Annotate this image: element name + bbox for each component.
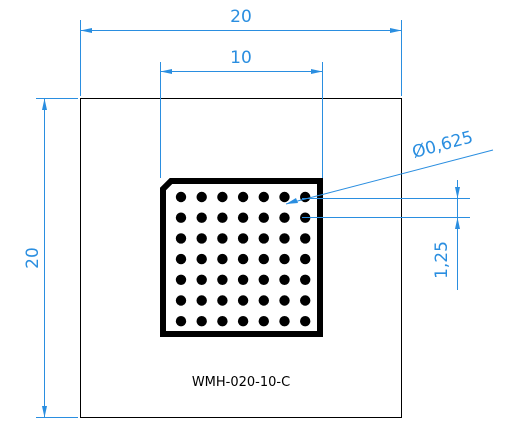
solder-ball [175, 191, 187, 203]
solder-ball [175, 253, 187, 265]
overall-height-dimension: 20 [23, 98, 78, 418]
solder-ball [237, 191, 249, 203]
solder-ball [196, 212, 207, 223]
solder-ball [237, 274, 249, 285]
solder-ball [300, 316, 311, 327]
solder-ball [217, 233, 228, 244]
solder-ball [196, 295, 207, 306]
solder-ball [217, 212, 228, 223]
part-label: WMH-020-10-C [192, 375, 290, 390]
solder-ball [279, 212, 290, 223]
solder-ball [237, 233, 249, 244]
solder-ball [217, 295, 228, 306]
solder-ball [279, 295, 290, 306]
solder-ball [196, 253, 207, 265]
solder-ball [300, 233, 311, 244]
overall-height-value: 20 [23, 247, 43, 269]
solder-ball [196, 191, 207, 203]
ball-pitch-value: 1,25 [432, 241, 452, 279]
solder-ball [175, 295, 187, 306]
solder-ball [196, 274, 207, 285]
solder-ball [300, 295, 311, 306]
die-width-dimension: 10 [160, 48, 323, 178]
solder-ball [237, 212, 249, 223]
ball-pitch-dimension: 1,25 [302, 180, 470, 290]
solder-ball [300, 253, 311, 265]
solder-ball [175, 274, 187, 285]
solder-ball [175, 316, 187, 327]
solder-ball [217, 316, 228, 327]
solder-ball [217, 191, 228, 203]
solder-ball [175, 233, 187, 244]
solder-ball [237, 316, 249, 327]
solder-ball [237, 253, 249, 265]
solder-ball [279, 233, 290, 244]
solder-ball [279, 253, 290, 265]
solder-ball [258, 233, 269, 244]
solder-ball [258, 295, 269, 306]
solder-ball [258, 316, 269, 327]
solder-ball [196, 233, 207, 244]
solder-ball [279, 316, 290, 327]
solder-ball [196, 316, 207, 327]
overall-width-value: 20 [230, 7, 252, 27]
solder-ball [258, 212, 269, 223]
solder-ball [237, 295, 249, 306]
solder-ball [217, 253, 228, 265]
solder-ball [300, 274, 311, 285]
solder-ball [279, 191, 290, 203]
solder-ball [217, 274, 228, 285]
solder-ball [258, 191, 269, 203]
solder-ball [175, 212, 187, 223]
die-width-value: 10 [230, 48, 252, 68]
solder-ball [258, 274, 269, 285]
solder-ball [258, 253, 269, 265]
solder-ball [279, 274, 290, 285]
overall-width-dimension: 20 [80, 7, 402, 96]
ball-grid [175, 191, 311, 327]
solder-ball [300, 191, 311, 203]
